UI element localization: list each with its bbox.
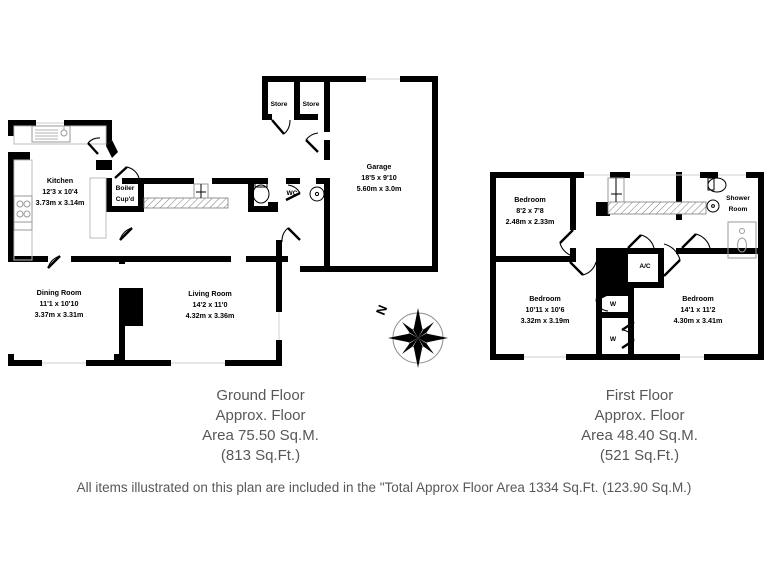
room-label-garage-imperial: 18'5 x 9'10 xyxy=(361,173,396,182)
first-floor-caption-line4: (521 Sq.Ft.) xyxy=(599,447,680,464)
room-label-bedroom2-imperial: 10'11 x 10'6 xyxy=(526,305,565,314)
ground-floor-walls xyxy=(8,76,438,366)
ground-floor-caption: Ground Floor Approx. Floor Area 75.50 Sq… xyxy=(118,386,403,466)
compass-north-label: N xyxy=(373,303,390,317)
wc-fixtures xyxy=(252,181,325,204)
room-label-bedroom2-name: Bedroom xyxy=(529,294,561,303)
room-label-ac: A/C xyxy=(639,263,651,270)
room-label-bedroom1-name: Bedroom xyxy=(514,195,546,204)
room-label-wardrobe-1: W xyxy=(610,301,617,308)
room-label-store-2: Store xyxy=(303,101,320,108)
room-label-boiler-line1: Boiler xyxy=(116,185,135,192)
first-floor-doors xyxy=(559,229,711,349)
first-floor-windows xyxy=(524,174,746,358)
room-label-dining-name: Dining Room xyxy=(37,288,82,297)
ground-floor-labels: Kitchen 12'3 x 10'4 3.73m x 3.14m Dining… xyxy=(35,101,402,320)
room-label-kitchen-metric: 3.73m x 3.14m xyxy=(36,198,85,207)
ground-floor-plan: Kitchen 12'3 x 10'4 3.73m x 3.14m Dining… xyxy=(8,76,438,366)
room-label-wardrobe-2: W xyxy=(610,336,617,343)
room-label-wc: WC xyxy=(287,190,298,197)
kitchen-fixtures xyxy=(13,125,107,261)
room-label-bedroom3-imperial: 14'1 x 11'2 xyxy=(681,305,716,314)
room-label-bedroom1-metric: 2.48m x 2.33m xyxy=(506,217,555,226)
first-floor-caption: First Floor Approx. Floor Area 48.40 Sq.… xyxy=(512,386,767,466)
ground-floor-doors xyxy=(47,119,319,269)
first-floor-caption-line1: First Floor xyxy=(605,387,674,404)
room-label-boiler-line2: Cup'd xyxy=(116,196,134,203)
room-label-bedroom1-imperial: 8'2 x 7'8 xyxy=(516,206,543,215)
ground-floor-windows xyxy=(36,78,400,364)
room-label-living-imperial: 14'2 x 11'0 xyxy=(193,300,228,309)
room-label-bedroom3-name: Bedroom xyxy=(682,294,714,303)
first-floor-staircase xyxy=(607,177,707,215)
compass-rose: N xyxy=(373,303,448,368)
room-label-garage-name: Garage xyxy=(367,162,392,171)
room-label-kitchen-name: Kitchen xyxy=(47,176,73,185)
room-label-garage-metric: 5.60m x 3.0m xyxy=(357,184,402,193)
ground-floor-caption-line4: (813 Sq.Ft.) xyxy=(220,447,301,464)
first-floor-plan: Bedroom 8'2 x 7'8 2.48m x 2.33m Bedroom … xyxy=(490,172,764,360)
first-floor-labels: Bedroom 8'2 x 7'8 2.48m x 2.33m Bedroom … xyxy=(506,195,751,343)
ground-floor-caption-line3: Area 75.50 Sq.M. xyxy=(202,427,319,444)
room-label-bedroom2-metric: 3.32m x 3.19m xyxy=(521,316,570,325)
plan-footer-note: All items illustrated on this plan are i… xyxy=(76,480,692,495)
shower-room-fixtures xyxy=(706,177,757,259)
room-label-shower-line2: Room xyxy=(729,206,748,213)
room-label-bedroom3-metric: 4.30m x 3.41m xyxy=(674,316,723,325)
ground-floor-staircase xyxy=(143,183,229,209)
room-label-kitchen-imperial: 12'3 x 10'4 xyxy=(42,187,77,196)
room-label-store-1: Store xyxy=(271,101,288,108)
room-label-living-name: Living Room xyxy=(188,289,232,298)
ground-floor-caption-line2: Approx. Floor xyxy=(215,407,306,424)
first-floor-caption-line2: Approx. Floor xyxy=(594,407,685,424)
room-label-living-metric: 4.32m x 3.36m xyxy=(186,311,235,320)
ground-floor-caption-line1: Ground Floor xyxy=(216,387,305,404)
first-floor-caption-line3: Area 48.40 Sq.M. xyxy=(581,427,698,444)
room-label-shower-line1: Shower xyxy=(726,195,750,202)
room-label-dining-metric: 3.37m x 3.31m xyxy=(35,310,84,319)
room-label-dining-imperial: 11'1 x 10'10 xyxy=(40,299,79,308)
